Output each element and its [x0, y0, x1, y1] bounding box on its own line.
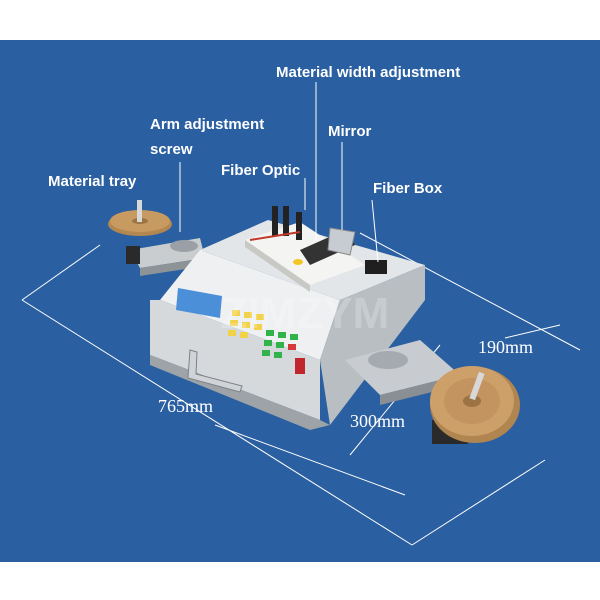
left-tray-assembly [108, 200, 205, 276]
carry-handle [187, 349, 243, 393]
label-material-tray: Material tray [48, 173, 137, 190]
bottom-margin [0, 562, 600, 600]
leader-lines [179, 82, 379, 263]
lcd-display [176, 288, 222, 318]
power-switch [295, 358, 305, 374]
label-material-width: Material width adjustment [276, 64, 461, 81]
label-arm-adjustment: Arm adjustment [150, 116, 265, 133]
watermark: ZIMZYM [221, 289, 390, 338]
label-mirror: Mirror [328, 123, 372, 140]
top-margin [0, 0, 600, 40]
keypad-yellow [228, 310, 264, 338]
label-fiber-optic: Fiber Optic [221, 162, 301, 179]
keypad-green [262, 330, 298, 358]
dimension-depth: 190mm [478, 337, 534, 357]
dimension-width: 300mm [350, 411, 406, 431]
dimension-length: 765mm [158, 396, 214, 416]
label-fiber-box: Fiber Box [373, 180, 443, 197]
control-panel [176, 288, 305, 393]
label-arm-adjustment-screw: screw [150, 141, 193, 158]
feeder-assembly [245, 206, 387, 292]
right-tray-assembly [368, 351, 520, 444]
